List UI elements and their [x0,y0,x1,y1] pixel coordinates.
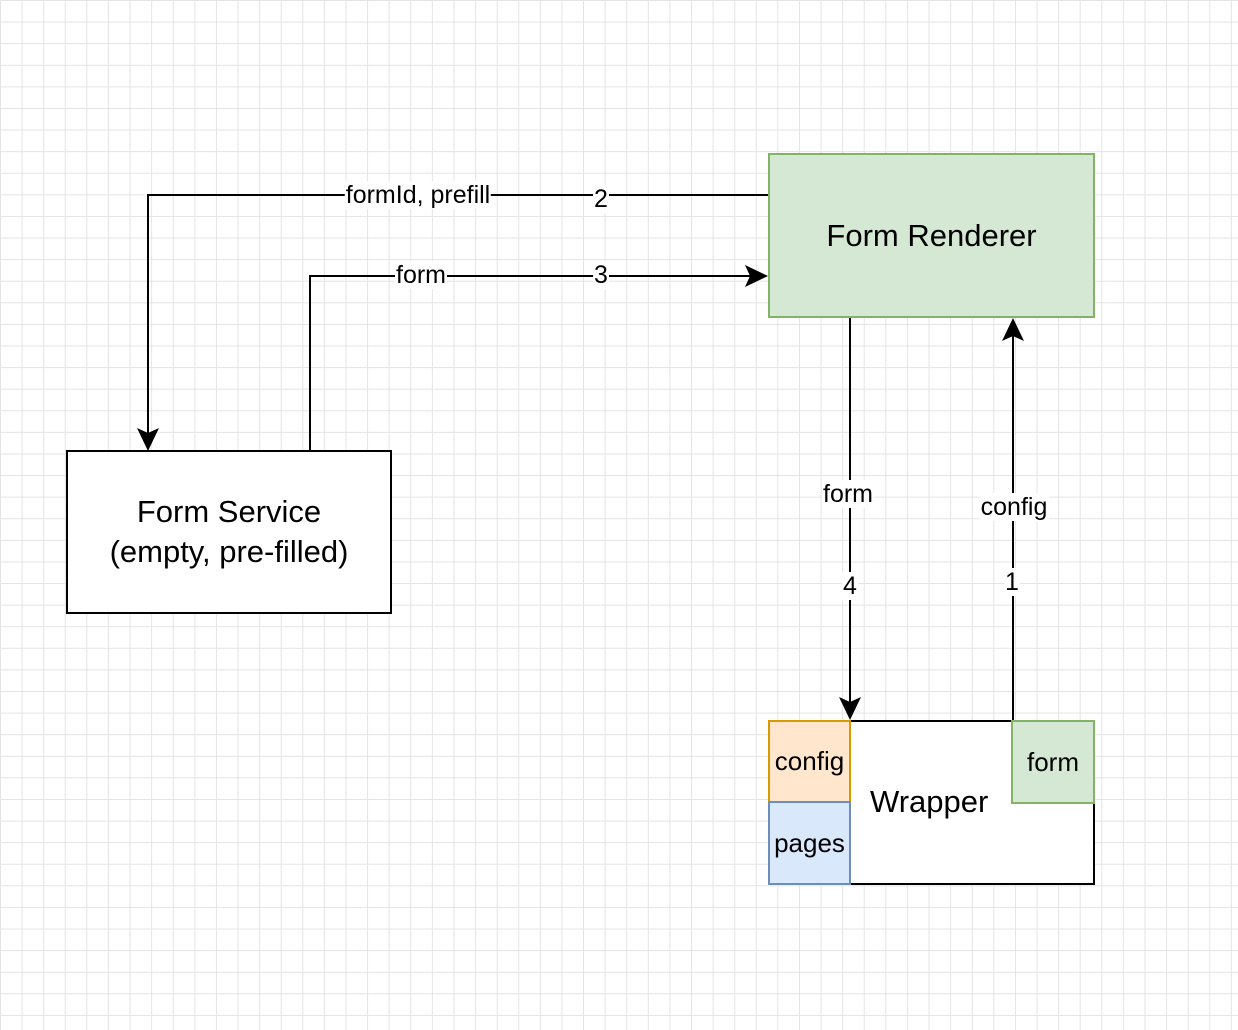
form-renderer-label: Form Renderer [826,217,1037,253]
form-renderer-node[interactable]: Form Renderer [768,153,1095,318]
arrowhead-form-renderer [745,265,768,287]
wrapper-pages-label: pages [774,827,845,858]
arrowhead-wrapper [839,697,861,720]
wrapper-pages-slot[interactable]: pages [768,801,851,885]
edge-label-form-to-wrapper: form [822,480,874,508]
edge-step-3: 3 [593,261,609,289]
form-service-subtitle: (empty, pre-filled) [109,534,349,569]
wrapper-form-label: form [1027,746,1079,777]
wrapper-config-slot[interactable]: config [768,720,851,803]
edge-label-config-to-renderer: config [979,493,1049,521]
edge-step-4: 4 [842,572,858,600]
edge-formid-prefill [147,194,768,436]
edge-label-form-to-renderer: form [395,261,447,289]
wrapper-label: Wrapper [870,784,989,819]
wrapper-form-slot[interactable]: form [1011,720,1095,804]
arrowhead-renderer-bottom [1002,318,1024,341]
edge-label-formid-prefill: formId, prefill [344,181,492,209]
edge-form-to-renderer [309,275,754,450]
edge-step-2: 2 [593,185,609,213]
edge-step-1: 1 [1004,568,1020,596]
form-service-node[interactable]: Form Service (empty, pre-filled) [66,450,392,614]
wrapper-config-label: config [774,746,845,776]
form-service-title: Form Service [136,494,322,529]
arrowhead-form-service [137,428,159,451]
